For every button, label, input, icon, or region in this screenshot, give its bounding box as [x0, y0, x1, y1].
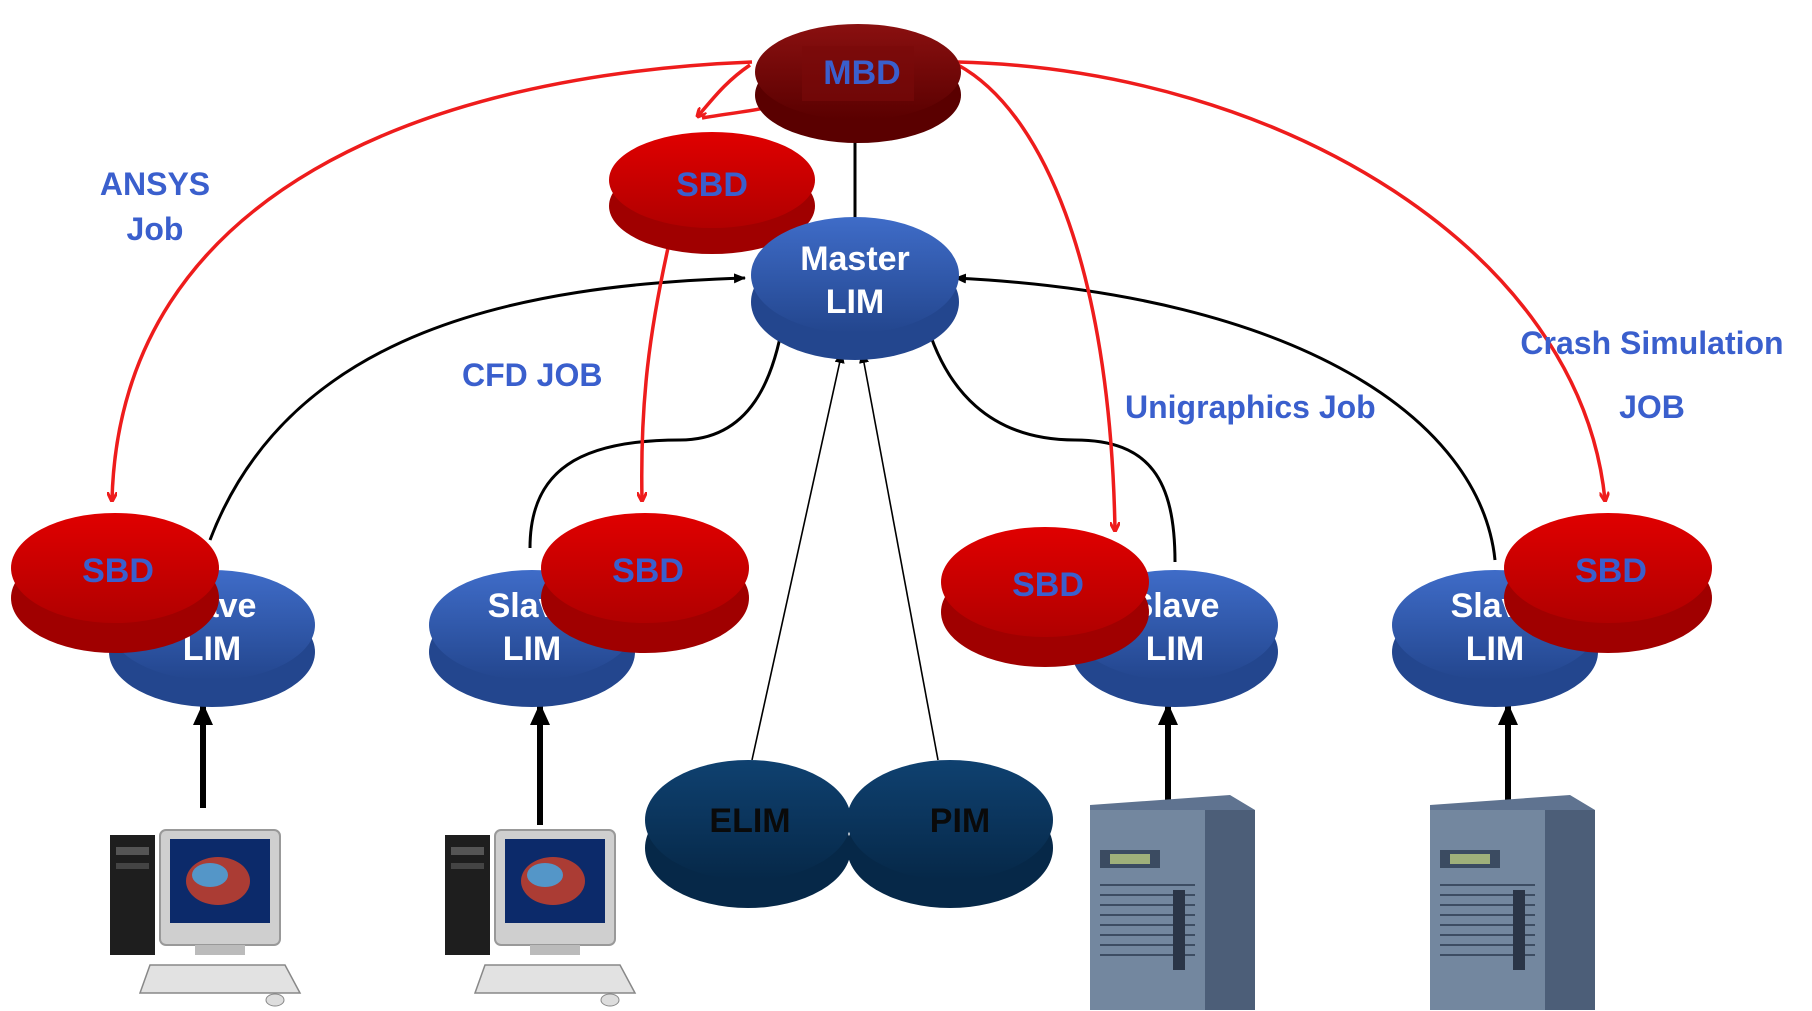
- sbd-top-node: SBD: [609, 132, 815, 254]
- crash-job-arrow: [957, 60, 1605, 500]
- master-lim-label-2: LIM: [826, 283, 885, 321]
- slave1-sbd-node: SBD: [11, 513, 219, 653]
- slave3-sbd-label: SBD: [1012, 566, 1084, 604]
- slave2-sbd-node: SBD: [541, 513, 749, 653]
- slave4-to-master-curve: [954, 273, 1497, 561]
- unigraphics-label: Unigraphics Job: [1125, 389, 1376, 425]
- pim-node: PIM: [847, 760, 1053, 908]
- mbd-label: MBD: [823, 54, 900, 92]
- workstation-icon: [445, 829, 637, 1007]
- slave4-sbd-node: SBD: [1504, 513, 1712, 653]
- mbd-node: MBD: [755, 24, 961, 143]
- slave1-sbd-label: SBD: [82, 552, 154, 590]
- workstation-icon: [110, 829, 302, 1007]
- cfd-label: CFD JOB: [462, 357, 602, 393]
- ansys-label-2: Job: [127, 211, 184, 247]
- slave1-to-master-curve: [208, 273, 746, 541]
- slave4-lim-label-2: LIM: [1466, 630, 1525, 668]
- pim-label: PIM: [930, 802, 990, 840]
- unigraphics-job-arrow: [957, 63, 1115, 530]
- slave2-lim-label-2: LIM: [503, 630, 562, 668]
- elim-node: ELIM: [645, 760, 851, 908]
- slave2-to-master-curve: [528, 309, 789, 549]
- slave2-sbd-label: SBD: [612, 552, 684, 590]
- ansys-job-arrow: [112, 60, 753, 500]
- crash-label-1: Crash Simulation: [1520, 325, 1783, 361]
- slave4-sbd-label: SBD: [1575, 552, 1647, 590]
- elim-label: ELIM: [709, 802, 790, 840]
- server-icon: [1090, 795, 1255, 1010]
- master-lim-label-1: Master: [800, 240, 910, 278]
- slave3-sbd-node: SBD: [941, 527, 1149, 667]
- slave3-lim-label-2: LIM: [1146, 630, 1205, 668]
- slave1-lim-label-2: LIM: [183, 630, 242, 668]
- cfd-job-arrow: [642, 247, 670, 500]
- pim-to-master-line: [859, 351, 939, 761]
- ansys-label-1: ANSYS: [100, 166, 210, 202]
- sbd-top-label: SBD: [676, 166, 748, 204]
- elim-to-master-line: [751, 351, 845, 761]
- server-icon: [1430, 795, 1595, 1010]
- master-lim-node: Master LIM: [751, 217, 959, 360]
- mbd-to-sbd-top-arrow-2: [701, 106, 766, 120]
- mbd-to-sbd-top-arrow: [698, 63, 751, 116]
- crash-label-2: JOB: [1619, 389, 1685, 425]
- slave3-to-master-curve: [923, 317, 1177, 563]
